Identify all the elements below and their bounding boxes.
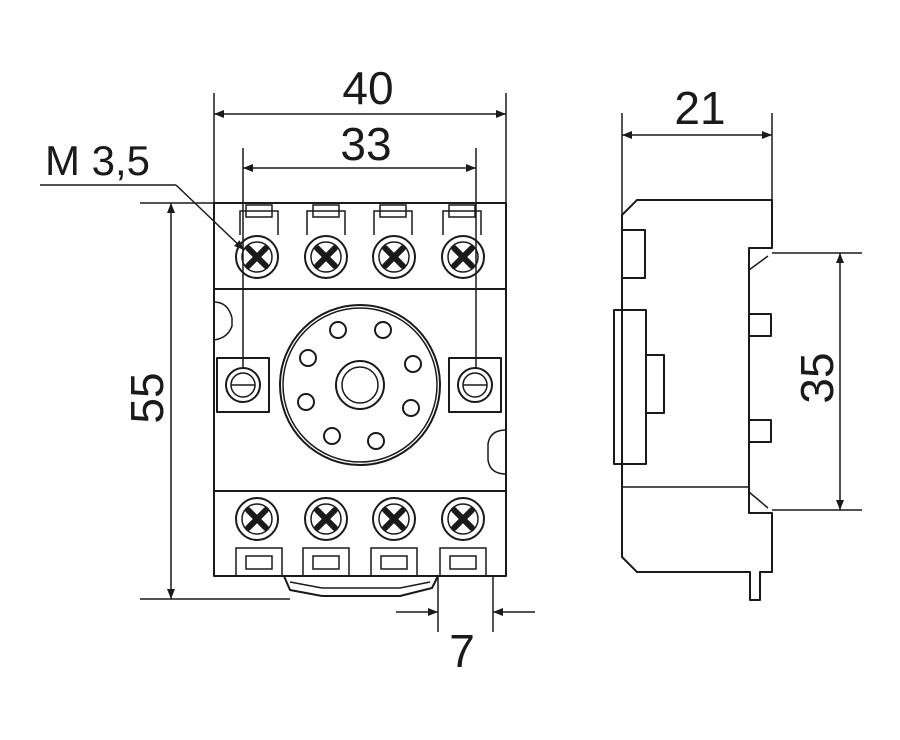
screw-spacing-label: 33: [340, 118, 391, 170]
dimension-rail-width: 35: [772, 252, 862, 511]
side-clip-tab: [645, 354, 665, 414]
side-profile-outline: [621, 199, 773, 601]
dimension-terminal-pitch: 7: [396, 576, 535, 677]
height-label: 55: [121, 372, 173, 423]
dimension-height: 55: [121, 202, 290, 600]
depth-label: 21: [674, 82, 725, 134]
din-rail-hook-lower: [748, 419, 772, 443]
screw-thread-label: M 3,5: [45, 137, 150, 184]
socket-body-outline: [213, 202, 507, 577]
octal-pin-socket: [279, 304, 441, 466]
bottom-terminal-screws: [236, 498, 484, 540]
left-latch-tab: [213, 301, 233, 341]
side-clip-housing: [613, 309, 647, 465]
dimension-screw-thread: M 3,5: [40, 137, 245, 251]
din-clip: [283, 575, 439, 597]
top-terminal-screws: [236, 236, 484, 278]
bottom-terminal-clamps: [235, 547, 487, 576]
front-view: [213, 202, 507, 597]
mounting-screw-right: [448, 357, 502, 413]
dimension-depth: 21: [621, 82, 773, 215]
right-latch-tab: [487, 429, 507, 475]
top-terminal-clamps: [239, 204, 482, 236]
terminal-pitch-label: 7: [449, 625, 475, 677]
side-view: [613, 199, 773, 601]
din-rail-hook-upper: [748, 313, 772, 337]
overall-width-label: 40: [342, 62, 393, 114]
dimension-overall-width: 40: [213, 62, 507, 203]
rail-width-label: 35: [791, 352, 843, 403]
dimension-screw-spacing: 33: [242, 118, 477, 368]
